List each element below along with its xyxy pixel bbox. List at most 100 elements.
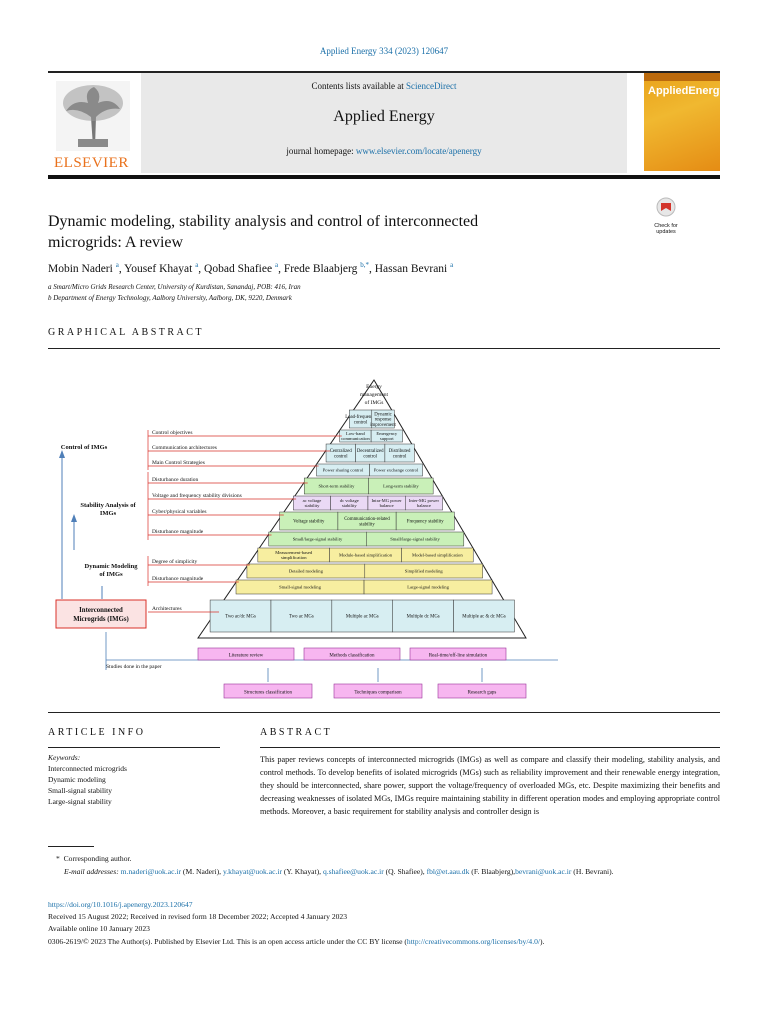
email-owner: (F. Blaabjerg),: [469, 867, 516, 876]
journal-citation[interactable]: Applied Energy 334 (2023) 120647: [319, 46, 449, 56]
author-name[interactable]: Yousef Khayat: [124, 262, 196, 275]
study-box-label: Literature review: [229, 654, 264, 659]
pyramid-cell-label: stability: [305, 503, 321, 508]
pyramid-cell-label: Short-term stability: [319, 484, 356, 489]
result-box: [333, 683, 423, 699]
ga-top-rule: [48, 348, 720, 349]
received-dates: Received 15 August 2022; Received in rev…: [48, 912, 348, 921]
journal-cover[interactable]: AppliedEnergy: [644, 73, 726, 171]
corresponding-note: * Corresponding author.: [56, 853, 132, 865]
footnote-rule: [48, 846, 94, 847]
pyramid-cell-label: Power exchange control: [374, 468, 419, 473]
pyramid-cell-label: control: [363, 454, 377, 459]
keyword: Interconnected microgrids: [48, 764, 127, 773]
abstract-rule: [260, 747, 720, 748]
pyramid-cell-label: Small-signal modeling: [279, 585, 321, 590]
pyramid-cell-label: Small/large-signal stability: [293, 537, 343, 542]
cover-top-bar: [644, 73, 720, 81]
pyramid-cell-label: Distributed: [389, 449, 411, 454]
pyramid-cell-label: Multiple ac & dc MGs: [462, 615, 506, 620]
license-line: 0306-2619/© 2023 The Author(s). Publishe…: [48, 936, 720, 948]
pyramid-cell: [209, 599, 272, 633]
pyramid-cell-label: Detailed modeling: [289, 569, 324, 574]
author-name[interactable]: Frede Blaabjerg: [283, 262, 361, 275]
author-affiliation-mark[interactable]: b,*: [360, 261, 369, 269]
blue-arrowhead: [71, 514, 77, 522]
paper-title: Dynamic modeling, stability analysis and…: [48, 211, 608, 253]
author-affiliation-mark[interactable]: a: [195, 261, 199, 269]
email-link[interactable]: fbl@et.aau.dk: [426, 867, 470, 876]
email-link[interactable]: m.naderi@uok.ac.ir: [120, 867, 182, 876]
pyramid-cell-label: Intra-MG power: [371, 498, 402, 503]
email-link[interactable]: bevrani@uok.ac.ir: [515, 867, 572, 876]
pyramid-cell-label: Multiple dc MGs: [407, 615, 440, 620]
layer-label: Architectures: [152, 606, 182, 612]
keywords-label: Keywords:: [48, 753, 81, 762]
license-link[interactable]: http://creativecommons.org/licenses/by/4…: [406, 937, 541, 946]
email-owner: (Y. Khayat),: [282, 867, 323, 876]
check-updates-icon: [656, 197, 676, 217]
study-box-label: Methods classification: [329, 654, 375, 659]
email-link[interactable]: y.khayat@uok.ac.ir: [222, 867, 282, 876]
layer-label: Voltage and frequency stability division…: [152, 492, 242, 499]
author-separator: ,: [118, 262, 125, 275]
layer-label: Disturbance duration: [152, 477, 199, 483]
pyramid-cell-label: Power sharing control: [323, 468, 364, 473]
layer-label: Disturbance magnitude: [152, 576, 204, 582]
pyramid-cell-label: Frequency stability: [407, 520, 445, 525]
doi-link[interactable]: https://doi.org/10.1016/j.apenergy.2023.…: [48, 900, 193, 909]
email-link[interactable]: q.shafiee@uok.ac.ir: [322, 867, 384, 876]
studies-label: Studies done in the paper: [106, 664, 162, 670]
pyramid-cell-label: control: [393, 454, 407, 459]
homepage-prefix: journal homepage:: [286, 146, 356, 156]
study-box: [197, 647, 295, 661]
author-name[interactable]: Mobin Naderi: [48, 262, 116, 275]
check-for-updates-button[interactable]: Check for updates: [647, 196, 685, 235]
pyramid-cell-label: control: [334, 454, 348, 459]
pyramid-cell-label: balance: [417, 503, 431, 508]
sciencedirect-link[interactable]: ScienceDirect: [406, 81, 457, 91]
author-affiliation-mark[interactable]: a: [115, 261, 119, 269]
pyramid-cell-label: Communication-related: [344, 517, 390, 522]
corresponding-text: Corresponding author.: [63, 854, 132, 863]
pyramid-cell-label: Measurement-based: [275, 550, 313, 555]
pyramid-cell-label: Large-signal modeling: [407, 585, 449, 590]
result-box-label: Structures classification: [244, 691, 292, 696]
pyramid-cell-label: improvement: [370, 423, 396, 428]
email-owner: (M. Naderi),: [181, 867, 223, 876]
abstract-heading: ABSTRACT: [260, 727, 333, 738]
pyramid-cell: [331, 599, 393, 633]
keyword: Dynamic modeling: [48, 775, 106, 784]
email-addresses: E-mail addresses: m.naderi@uok.ac.ir (M.…: [64, 866, 720, 878]
author-affiliation-mark[interactable]: a: [450, 261, 454, 269]
blue-arrowhead: [59, 450, 65, 458]
homepage-link[interactable]: www.elsevier.com/locate/apenergy: [355, 146, 482, 156]
journal-banner: ELSEVIER Contents lists available at Sci…: [48, 71, 726, 179]
pyramid-cell-label: balance: [380, 503, 394, 508]
contents-prefix: Contents lists available at: [311, 81, 406, 91]
stability-title: Stability Analysis of: [80, 502, 136, 509]
study-box-label: Real-time/off-line simulation: [429, 654, 488, 659]
pyramid-cell-label: stability: [342, 503, 358, 508]
license-suffix: ).: [540, 937, 545, 946]
journal-info: Contents lists available at ScienceDirec…: [141, 73, 627, 173]
check-updates-label: Check for updates: [654, 223, 678, 235]
pyramid-cell-label: Multiple ac MGs: [346, 615, 379, 620]
pyramid-cell: [368, 477, 434, 495]
pyramid-cell-label: simplification: [281, 555, 307, 560]
layer-label: Degree of simplicity: [152, 558, 197, 565]
elsevier-logo[interactable]: ELSEVIER: [48, 77, 138, 171]
author-name[interactable]: Hassan Bevrani: [374, 262, 451, 275]
pyramid-cell: [369, 463, 423, 477]
author-affiliation-mark[interactable]: a: [274, 261, 279, 269]
author-name[interactable]: Qobad Shafiee: [204, 262, 275, 275]
author-separator: ,: [198, 262, 205, 275]
modeling-title: of IMGs: [99, 571, 123, 578]
pyramid-cell-label: response: [375, 418, 392, 423]
stability-title: IMGs: [100, 510, 117, 517]
article-info-rule: [48, 747, 220, 748]
layer-label: Control objectives: [152, 430, 192, 436]
author-separator: ,: [278, 262, 284, 275]
affiliation-a: a Smart/Micro Grids Research Center, Uni…: [48, 283, 301, 291]
study-box: [303, 647, 401, 661]
